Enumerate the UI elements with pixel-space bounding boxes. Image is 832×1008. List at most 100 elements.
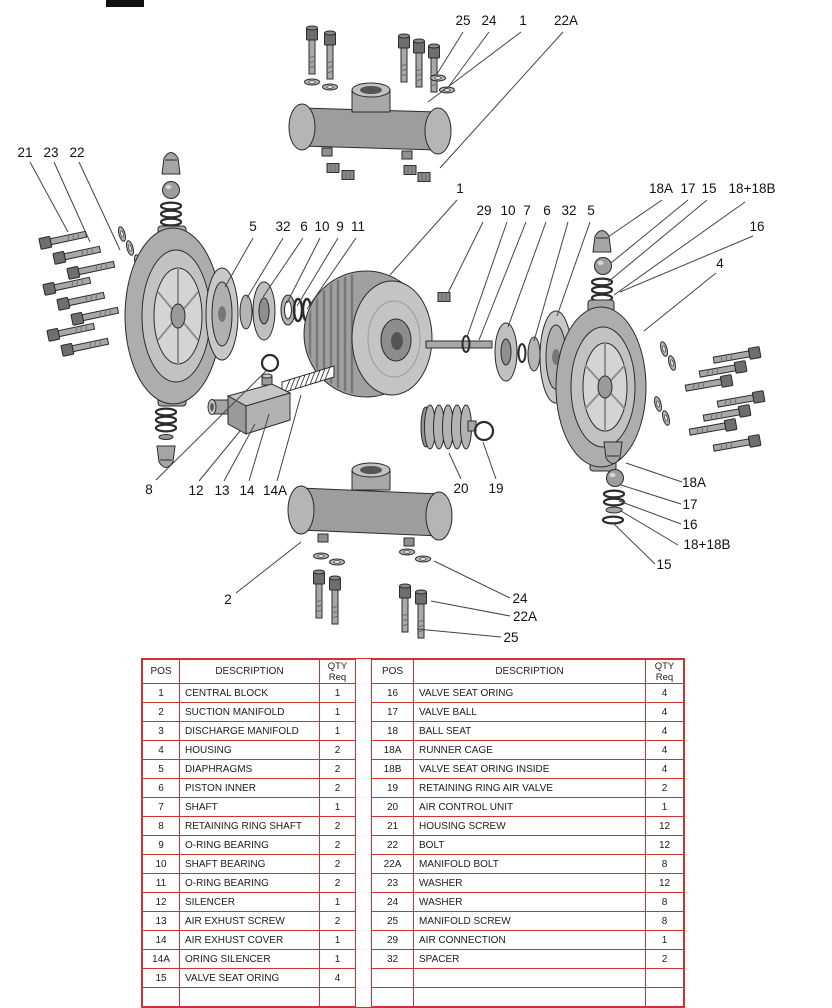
header-qty-line2: Req bbox=[328, 671, 347, 683]
parts-cell-qty: 2 bbox=[319, 740, 356, 760]
valve-stack-right-top bbox=[590, 230, 614, 303]
callout-24: 24 bbox=[481, 13, 497, 28]
callout-10: 10 bbox=[500, 203, 516, 218]
discharge-manifold-drawing bbox=[288, 82, 452, 182]
callout-14a: 14A bbox=[262, 483, 288, 498]
silencer-group bbox=[207, 353, 335, 435]
header-qty-line1: QTY bbox=[654, 660, 675, 672]
callout-8: 8 bbox=[145, 482, 153, 497]
callout-32: 32 bbox=[561, 203, 577, 218]
valve-stack-left-top bbox=[159, 152, 183, 234]
parts-cell-pos: 19 bbox=[371, 778, 414, 798]
callout-18-18b: 18+18B bbox=[728, 181, 776, 196]
parts-cell-pos: 3 bbox=[142, 721, 180, 741]
parts-cell-qty: 1 bbox=[319, 930, 356, 950]
parts-cell-pos: 1 bbox=[142, 683, 180, 703]
parts-cell-qty: 2 bbox=[319, 854, 356, 874]
parts-row bbox=[371, 987, 684, 1007]
header-qty: QTY Req bbox=[319, 659, 356, 684]
parts-cell-qty: 12 bbox=[645, 816, 684, 836]
valve-stack-left-bottom bbox=[154, 407, 178, 468]
callout-21: 21 bbox=[17, 145, 33, 160]
callout-20: 20 bbox=[453, 481, 469, 496]
parts-cell-desc: SHAFT bbox=[179, 797, 320, 817]
shaft-drawing bbox=[425, 335, 493, 353]
callout-2: 2 bbox=[224, 592, 232, 607]
leader-lines bbox=[29, 31, 754, 638]
parts-cell-desc: VALVE BALL bbox=[413, 702, 646, 722]
callout-7: 7 bbox=[523, 203, 531, 218]
parts-cell-qty: 4 bbox=[645, 721, 684, 741]
header-qty-line1: QTY bbox=[327, 660, 348, 672]
parts-cell-desc bbox=[179, 987, 320, 1007]
header-pos: POS bbox=[371, 659, 414, 684]
parts-cell-desc: CENTRAL BLOCK bbox=[179, 683, 320, 703]
parts-cell-qty: 4 bbox=[645, 683, 684, 703]
parts-row bbox=[142, 987, 356, 1007]
parts-cell-qty: 2 bbox=[645, 778, 684, 798]
parts-cell-desc bbox=[413, 987, 646, 1007]
parts-cell-desc bbox=[413, 968, 646, 988]
callout-18-18b: 18+18B bbox=[683, 537, 731, 552]
parts-cell-qty: 2 bbox=[645, 949, 684, 969]
callout-13: 13 bbox=[214, 483, 230, 498]
parts-cell-desc: AIR CONNECTION bbox=[413, 930, 646, 950]
parts-cell-desc: ORING SILENCER bbox=[179, 949, 320, 969]
parts-cell-qty: 4 bbox=[645, 759, 684, 779]
air-connection-drawing bbox=[437, 292, 451, 302]
parts-cell-pos: 14A bbox=[142, 949, 180, 969]
parts-cell-pos: 14 bbox=[142, 930, 180, 950]
callout-19: 19 bbox=[488, 481, 504, 496]
parts-cell-qty: 2 bbox=[319, 873, 356, 893]
parts-cell-qty bbox=[645, 987, 684, 1007]
parts-cell-qty: 1 bbox=[319, 892, 356, 912]
callout-24: 24 bbox=[512, 591, 528, 606]
parts-cell-desc: DISCHARGE MANIFOLD bbox=[179, 721, 320, 741]
callout-5: 5 bbox=[587, 203, 595, 218]
parts-cell-pos: 5 bbox=[142, 759, 180, 779]
parts-cell-pos: 29 bbox=[371, 930, 414, 950]
parts-cell-qty bbox=[645, 968, 684, 988]
callout-4: 4 bbox=[716, 256, 724, 271]
callout-22a: 22A bbox=[553, 13, 579, 28]
parts-cell-pos: 20 bbox=[371, 797, 414, 817]
callout-17: 17 bbox=[682, 497, 698, 512]
parts-cell-desc: O-RING BEARING bbox=[179, 873, 320, 893]
parts-cell-desc: PISTON INNER bbox=[179, 778, 320, 798]
parts-cell-qty: 1 bbox=[319, 683, 356, 703]
parts-cell-pos: 17 bbox=[371, 702, 414, 722]
callout-15: 15 bbox=[701, 181, 717, 196]
parts-cell-desc: MANIFOLD BOLT bbox=[413, 854, 646, 874]
callout-25: 25 bbox=[455, 13, 471, 28]
parts-cell-desc: WASHER bbox=[413, 892, 646, 912]
parts-cell-pos: 9 bbox=[142, 835, 180, 855]
header-qty: QTY Req bbox=[645, 659, 684, 684]
parts-cell-qty: 2 bbox=[319, 835, 356, 855]
air-control-unit-drawing bbox=[420, 404, 495, 450]
parts-cell-pos: 22 bbox=[371, 835, 414, 855]
callout-12: 12 bbox=[188, 483, 204, 498]
parts-cell-qty: 2 bbox=[319, 911, 356, 931]
parts-cell-qty: 1 bbox=[319, 721, 356, 741]
parts-cell-desc: RUNNER CAGE bbox=[413, 740, 646, 760]
diaphragm-stack-left bbox=[205, 267, 313, 361]
parts-cell-qty: 1 bbox=[319, 702, 356, 722]
callout-15: 15 bbox=[656, 557, 672, 572]
parts-cell-qty: 1 bbox=[319, 797, 356, 817]
parts-cell-qty: 1 bbox=[645, 930, 684, 950]
suction-manifold-drawing bbox=[287, 462, 453, 547]
header-description: DESCRIPTION bbox=[413, 659, 646, 684]
